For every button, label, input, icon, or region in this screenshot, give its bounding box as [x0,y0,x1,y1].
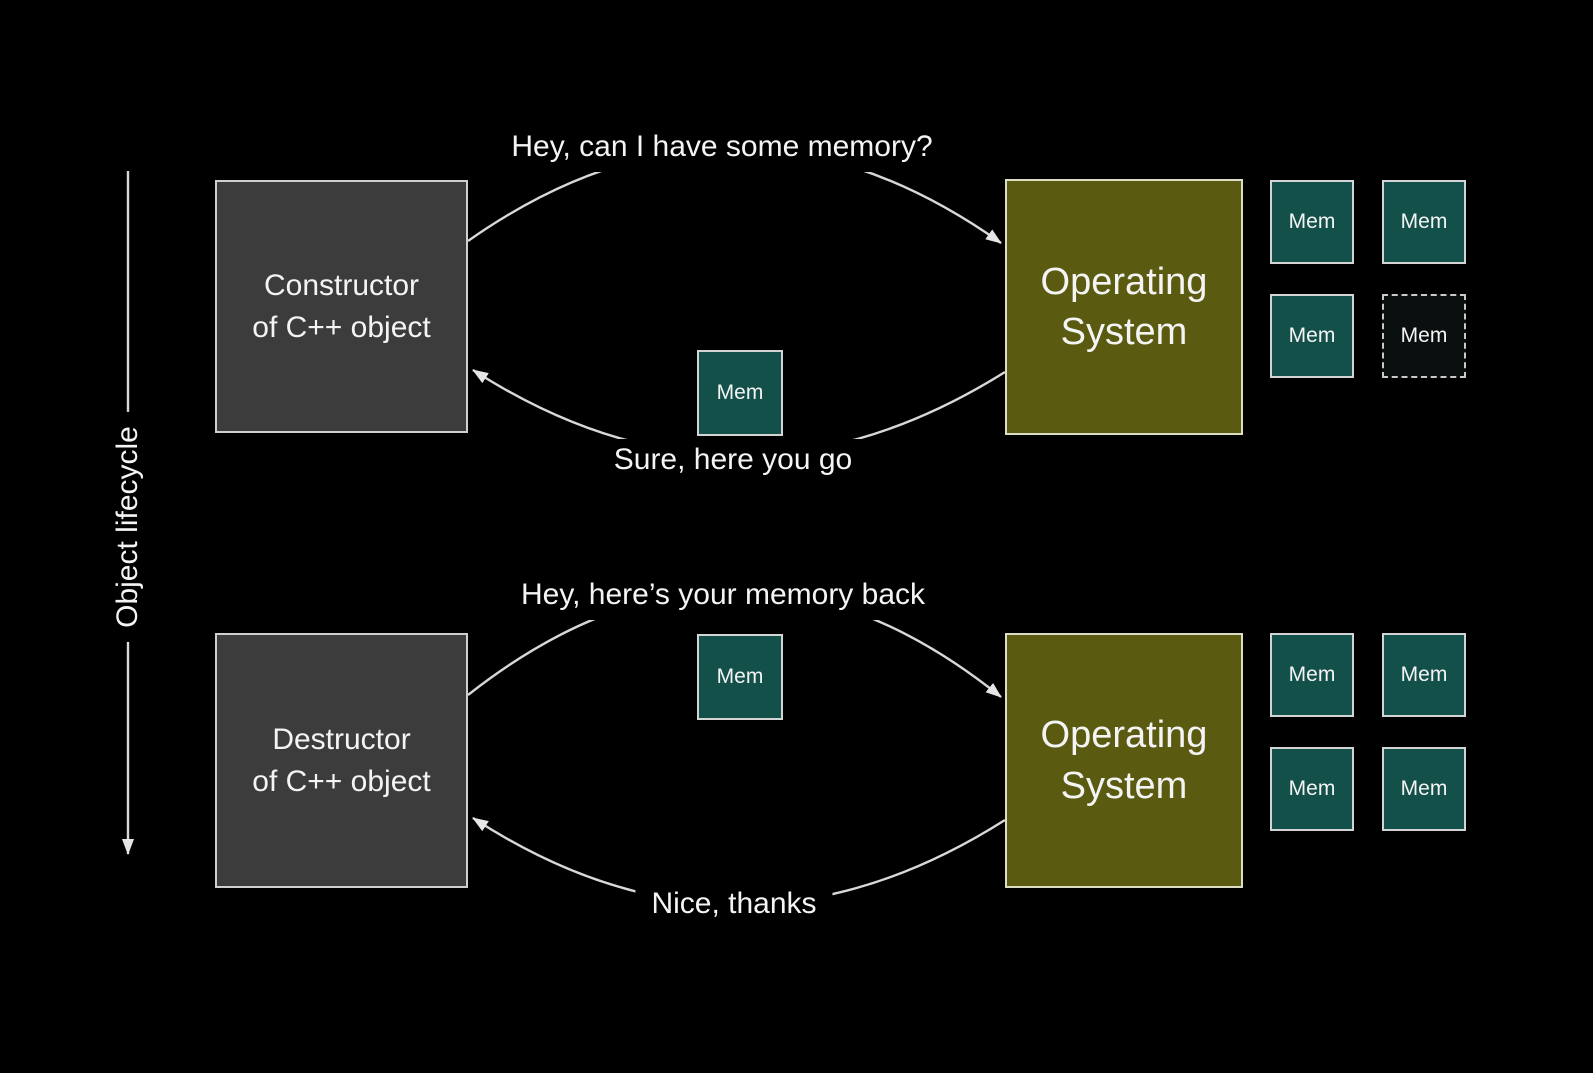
destructor-label-line2: of C++ object [252,764,431,798]
mem-cell: Mem [1270,180,1354,264]
operating-system-box-top: Operating System [1005,179,1243,435]
mem-cell: Mem [1270,747,1354,831]
os-bottom-label-line2: System [1060,764,1188,807]
os-top-label-line1: Operating [1040,260,1208,303]
destructor-label-line1: Destructor [272,723,411,757]
request-speech-top: Hey, can I have some memory? [495,122,949,172]
mem-cell-label: Mem [1288,777,1336,800]
mem-cell-label: Mem [1400,663,1448,686]
mem-cell-label: Mem [1288,324,1336,347]
response-speech-top: Sure, here you go [597,439,869,481]
constructor-box: Constructor of C++ object [215,180,468,433]
mem-cell: Mem [1382,180,1466,264]
lifecycle-axis-label: Object lifecycle [101,412,155,642]
mem-cell: Mem [1382,747,1466,831]
os-top-label-line2: System [1060,311,1188,353]
mem-cell: Mem [1270,633,1354,717]
destructor-box: Destructor of C++ object [215,633,468,888]
mem-cell: Mem [1270,294,1354,378]
mem-cell-label: Mem [1288,210,1336,233]
mem-cell-released: Mem [1382,294,1466,378]
mem-cell-label: Mem [1400,777,1448,800]
request-speech-bottom: Hey, here’s your memory back [504,570,942,620]
constructor-label-line1: Constructor [263,269,420,303]
mem-transfer-box-bottom: Mem [697,634,783,720]
mem-cell-label: Mem [1288,663,1336,686]
mem-cell-label: Mem [1400,324,1448,347]
operating-system-box-bottom: Operating System [1005,633,1243,888]
mem-transfer-bottom-label: Mem [716,665,764,688]
mem-cell: Mem [1382,633,1466,717]
os-bottom-label-line1: Operating [1040,714,1208,757]
mem-transfer-box-top: Mem [697,350,783,436]
mem-cell-label: Mem [1400,210,1448,233]
mem-transfer-top-label: Mem [716,381,764,404]
constructor-label-line2: of C++ object [252,310,431,344]
response-speech-bottom: Nice, thanks [635,883,833,925]
